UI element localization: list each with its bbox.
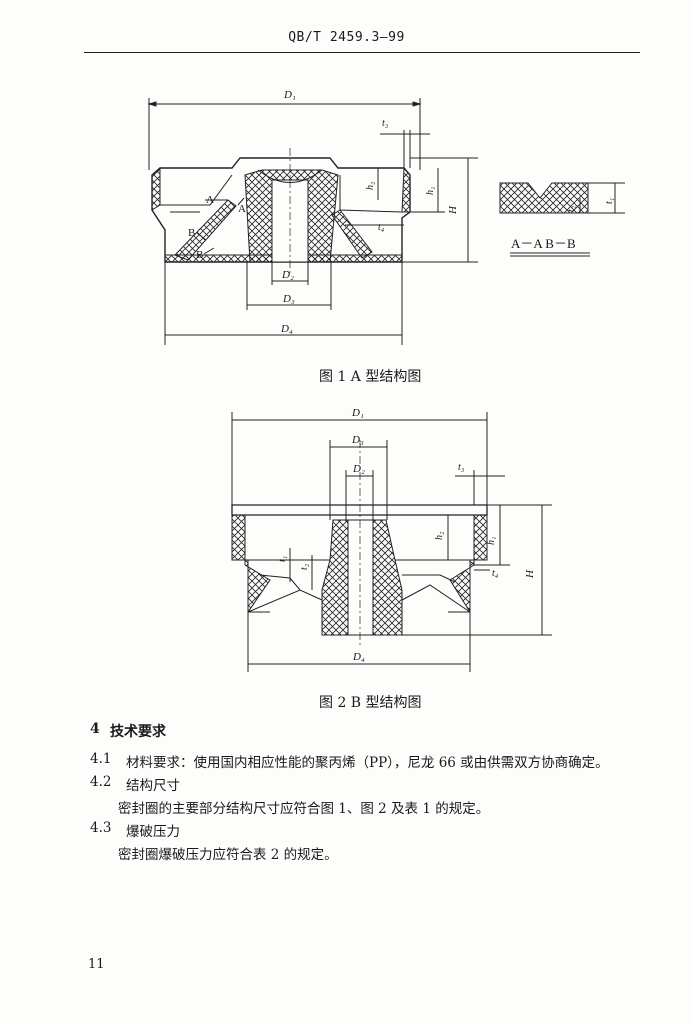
fig1-label-D1: D₁ [283,89,296,101]
fig1-section-label: A－A B－B [511,236,576,251]
fig1-label-D2: D₂ [281,269,294,281]
fig1-label-D4: D₄ [280,323,293,335]
fig2-label-H: H [524,569,536,579]
fig2-label-t1: t₁ [277,556,288,562]
section-4-number: 4 [90,721,100,737]
fig1-mark-B1: B [188,227,195,239]
item-4-1-text: 材料要求：使用国内相应性能的聚丙烯（PP），尼龙 66 或由供需双方协商确定。 [126,755,609,771]
fig2-label-h2: h₂ [434,531,445,540]
figure-1-drawing: D₁ D₂ D₃ D₄ H h₁ h₂ t₃ t₄ t₂ t₁ A A B B … [147,89,625,345]
figure-2-drawing: D₁ D₃ D₂ D₄ H h₁ h₂ t₃ t₄ t₁ t₂ [231,407,552,672]
fig1-label-h1: h₁ [425,187,436,195]
fig1-label-t4: t₄ [378,222,385,233]
section-4-title: 技术要求 [110,724,166,740]
fig1-label-D3: D₃ [282,293,295,305]
fig1-label-H: H [447,205,459,215]
standard-code: QB/T 2459.3—99 [288,30,405,45]
fig1-mark-B2: B [196,249,203,261]
fig1-label-h2: h₂ [365,181,376,190]
fig1-label-t2: t₂ [566,205,577,212]
fig2-label-D4: D₄ [352,651,365,663]
fig1-label-t3: t₃ [382,118,389,129]
fig2-label-D3: D₃ [351,434,364,446]
fig2-label-D2: D₂ [352,463,365,475]
fig2-label-t3: t₃ [458,462,465,473]
fig2-label-D1: D₁ [351,407,364,419]
item-4-2-number: 4.2 [90,774,112,790]
item-4-2-body: 密封圈的主要部分结构尺寸应符合图 1、图 2 及表 1 的规定。 [118,801,490,817]
fig1-mark-A2: A [238,203,246,215]
fig2-label-t4: t₄ [492,568,499,579]
header-rule [84,52,640,53]
item-4-3-number: 4.3 [90,820,112,836]
item-4-2-title: 结构尺寸 [126,778,180,794]
fig2-label-t2: t₂ [299,563,310,570]
fig1-mark-A1: A [206,194,214,206]
fig1-label-t1: t₁ [604,198,615,204]
figure-1-caption: 图 1 A 型结构图 [319,369,422,385]
item-4-3-body: 密封圈爆破压力应符合表 2 的规定。 [118,847,338,863]
item-4-3-title: 爆破压力 [126,824,180,840]
figure-2-caption: 图 2 B 型结构图 [319,695,422,711]
item-4-1-number: 4.1 [90,751,112,767]
fig2-label-h1: h₁ [486,537,497,545]
page-number: 11 [88,957,105,972]
